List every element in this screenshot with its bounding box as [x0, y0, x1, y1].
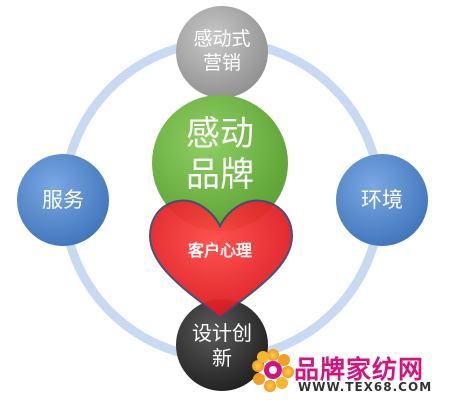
watermark-url: WWW.TEX68.COM — [298, 380, 433, 394]
right-node-circle — [336, 154, 428, 246]
left-node-circle — [17, 154, 109, 246]
center-node-circle — [152, 95, 288, 231]
bottom-node-label: 设计创 新 — [176, 318, 268, 374]
top-node-circle — [176, 6, 268, 98]
bottom-node-line2: 新 — [212, 346, 232, 370]
watermark-flower-icon — [252, 349, 294, 392]
bottom-node-line1: 设计创 — [192, 321, 252, 345]
top-node-label: 感动式 营销 — [176, 20, 268, 84]
center-node-line1: 感动 — [186, 114, 254, 155]
left-node-label: 服务 — [42, 187, 84, 212]
top-node-line2: 营销 — [202, 52, 241, 74]
top-node-line1: 感动式 — [193, 28, 251, 51]
center-node-label: 感动 品牌 — [160, 108, 280, 202]
watermark-brand: 品牌家纺网 — [294, 355, 425, 384]
center-node-line2: 品牌 — [186, 155, 254, 195]
heart-shape — [148, 199, 294, 320]
right-node-label: 环境 — [361, 187, 403, 212]
heart-label: 客户心理 — [187, 241, 252, 260]
bottom-node-circle — [176, 299, 268, 391]
